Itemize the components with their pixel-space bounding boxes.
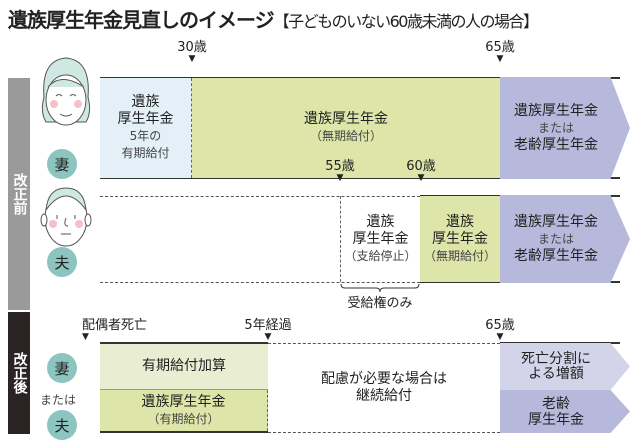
marker-60: 60歳: [391, 155, 451, 183]
husband-indefinite-segment: 遺族厚生年金（無期給付）: [420, 196, 500, 282]
husband-badge-text: 夫: [54, 253, 70, 272]
marker-death: 配偶者死亡: [82, 314, 172, 342]
seg-note: または: [537, 231, 574, 246]
after-wife-badge: 妻: [47, 353, 77, 383]
marker-5y: 5年経過: [238, 314, 298, 342]
wife-badge-text: 妻: [54, 155, 70, 174]
seg-note: 5年の: [129, 129, 162, 143]
wife-after65-segment: 遺族厚生年金または老齢厚生年金: [500, 77, 630, 179]
or-label: または: [40, 393, 77, 407]
seg-note: （無期給付）: [309, 129, 382, 143]
seg-text: 厚生年金: [528, 411, 584, 428]
marker-65: 65歳: [470, 36, 530, 64]
death-split-segment: 死亡分割による増額: [500, 343, 630, 390]
marker-55: 55歳: [310, 155, 370, 183]
after-label: 改正後: [8, 312, 30, 434]
before-label-text: 改正前: [11, 173, 28, 215]
wife-fixed-term-segment: 遺族厚生年金 5年の有期給付: [100, 78, 192, 178]
after-husband-badge: 夫: [47, 410, 77, 440]
after-fixed-term-segment: 遺族厚生年金（有期給付）: [100, 390, 268, 431]
husband-after65-segment: 遺族厚生年金または老齢厚生年金: [500, 195, 630, 283]
badge-text: 夫: [54, 416, 70, 435]
seg-text: 遺族: [366, 213, 395, 230]
after-label-text: 改正後: [11, 352, 28, 394]
seg-text: 遺族厚生年金: [304, 111, 388, 127]
seg-note: （無期給付）: [423, 248, 496, 263]
seg-text: よる増額: [528, 365, 584, 382]
wife-badge: 妻: [47, 149, 77, 179]
badge-text: 妻: [54, 359, 70, 378]
seg-text: 老齢厚生年金: [514, 247, 598, 264]
marker-65-after: 65歳: [470, 314, 530, 342]
continued-benefit-segment: 配慮が必要な場合は継続給付: [268, 344, 500, 432]
seg-text: 遺族: [446, 213, 474, 230]
marker-30: 30歳: [162, 36, 222, 64]
wife-face-icon: [41, 57, 91, 126]
seg-note: （有期給付）: [147, 411, 220, 426]
before-label: 改正前: [8, 78, 30, 310]
husband-badge: 夫: [47, 247, 77, 277]
seg-text: 老齢: [542, 395, 570, 412]
seg-text: 老齢厚生年金: [514, 136, 598, 153]
seg-text: 厚生年金: [117, 111, 174, 127]
seg-text: 遺族厚生年金: [141, 393, 226, 410]
seg-text: 遺族: [131, 94, 160, 110]
seg-text: 厚生年金: [352, 230, 409, 247]
old-age-pension-segment: 老齢厚生年金: [500, 390, 630, 433]
seg-text: 配慮が必要な場合は: [321, 371, 447, 387]
page-title: 遺族厚生年金見直しのイメージ【子どものいない60歳未満の人の場合】: [8, 4, 539, 33]
seg-note: または: [537, 120, 574, 135]
husband-face-icon: [40, 187, 92, 247]
seg-text: 厚生年金: [432, 230, 488, 247]
title-sub: 【子どものいない60歳未満の人の場合】: [273, 12, 539, 31]
seg-note: （支給停止）: [344, 248, 417, 263]
fixed-term-addition-segment: 有期給付加算: [100, 344, 268, 390]
brace-label: 受給権のみ: [347, 296, 413, 311]
seg-text: 有期給付加算: [142, 358, 226, 374]
seg-text: 遺族厚生年金: [514, 102, 598, 119]
title-main: 遺族厚生年金見直しのイメージ: [8, 8, 275, 32]
seg-text: 遺族厚生年金: [514, 213, 598, 230]
seg-text: 継続給付: [356, 388, 412, 404]
seg-text: 死亡分割に: [521, 350, 591, 367]
seg-note: 有期給付: [121, 146, 170, 160]
husband-suspended-segment: 遺族厚生年金（支給停止）: [340, 196, 420, 282]
brace-icon: [340, 283, 420, 293]
